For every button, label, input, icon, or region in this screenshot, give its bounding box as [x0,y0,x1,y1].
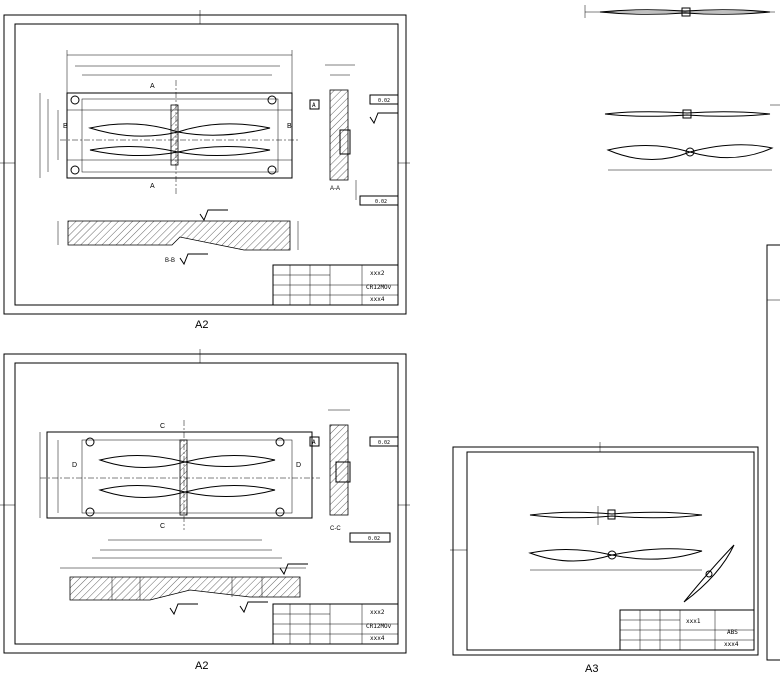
sheet-3-size-label: A3 [585,663,598,675]
flatness-value-2: 0.02 [378,440,390,446]
material-2: CR12MOv [366,623,392,630]
title-block-3 [619,609,755,651]
section-lower [69,563,308,616]
section-a-a [309,64,399,206]
sheet-2: C C D D C-C 0.02 0.02 A [0,349,410,654]
sheet-1: A A B B A-A 0.02 0.02 A B-B [0,10,410,315]
cut-label-b-left: B [63,123,68,130]
section-c-c [309,409,399,543]
drawing-number: xxx4 [370,296,385,303]
tolerance-value-2: 0.02 [368,536,380,542]
cut-label-d-left: D [72,462,77,469]
drawing-number-2: xxx4 [370,635,385,642]
blade-views-top-right [584,5,780,171]
cut-label-a-bottom: A [150,183,155,190]
cut-label-a-top: A [150,83,155,90]
title-block-2 [272,603,399,645]
part-number-2: xxx2 [370,609,385,616]
sheet-2-size-label: A2 [195,660,208,672]
material-3: ABS [727,629,738,636]
sheet-3: xxx1 ABS xxx4 [450,442,759,656]
plan-view [39,50,300,195]
datum-letter: A [312,102,316,109]
datum-letter-2: A [312,439,316,446]
material: CR12MOv [366,284,392,291]
flatness-value: 0.02 [378,98,390,104]
part-number: xxx2 [370,270,385,277]
title-block [272,264,399,306]
sheet-partial-right [766,244,780,661]
sheet-1-size-label: A2 [195,319,208,331]
section-label-b-b: B-B [165,258,175,264]
cut-label-c-bottom: C [160,523,165,530]
drawing-number-3: xxx4 [724,641,739,648]
cut-label-d-right: D [296,462,301,469]
part-number-3: xxx1 [686,618,701,625]
section-label-a-a: A-A [330,186,340,192]
tolerance-value: 0.02 [375,199,387,205]
cut-label-c-top: C [160,423,165,430]
section-label-c-c: C-C [330,526,341,532]
cut-label-b-right: B [287,123,292,130]
plan-view-2 [39,420,320,569]
section-b-b [57,209,299,266]
